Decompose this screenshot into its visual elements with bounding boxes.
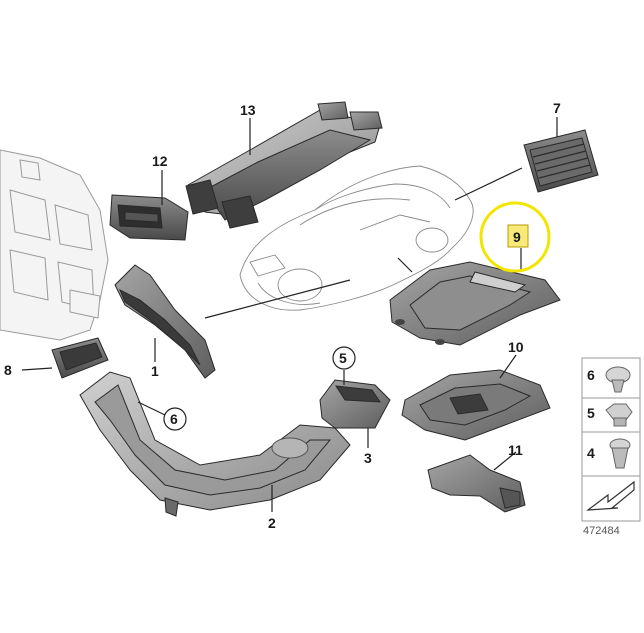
car-outline [239,165,474,311]
label-12: 12 [152,153,168,169]
catalog-number: 472484 [583,525,620,537]
legend-frame [581,357,641,522]
highlight-callout-part-9[interactable]: 9 [479,201,551,273]
svg-text:5: 5 [339,350,347,366]
label-8: 8 [4,362,12,378]
callout-5: 5 [332,346,356,370]
part-3-clip-bracket[interactable] [319,379,391,429]
part-11-bracket[interactable] [427,454,526,513]
direction-arrow-icon [586,480,635,511]
label-1: 1 [151,363,159,379]
label-7: 7 [553,100,561,116]
part-9-floor-duct-cover[interactable] [389,261,561,346]
rivet-clip-icon [605,366,631,393]
part-13-twin-air-duct[interactable] [185,101,383,229]
part-12-vent-duct[interactable] [109,194,189,241]
nut-icon [605,403,633,427]
part-8-duct-connector[interactable] [51,337,109,379]
part-labels: 13 12 7 1 8 10 11 2 3 [4,100,561,531]
callout-6: 6 [163,407,187,431]
label-13: 13 [240,102,256,118]
label-3: 3 [364,450,372,466]
label-2: 2 [268,515,276,531]
legend-label-5: 5 [587,405,595,421]
legend-label-4: 4 [587,445,595,461]
hardware-legend: 6 5 4 [581,357,641,522]
hvac-unit-ghost [0,149,109,341]
label-10: 10 [508,339,524,355]
part-1-pillar-duct[interactable] [114,264,216,379]
legend-label-6: 6 [587,367,595,383]
part-7-vent-grille[interactable] [523,129,599,193]
label-11: 11 [508,442,523,458]
svg-text:6: 6 [170,411,178,427]
svg-text:9: 9 [513,229,521,245]
part-10-floor-duct[interactable] [401,369,551,441]
part-2-floor-air-duct[interactable] [79,371,351,517]
leader-lines [21,117,558,512]
expanding-clip-icon [609,438,631,469]
